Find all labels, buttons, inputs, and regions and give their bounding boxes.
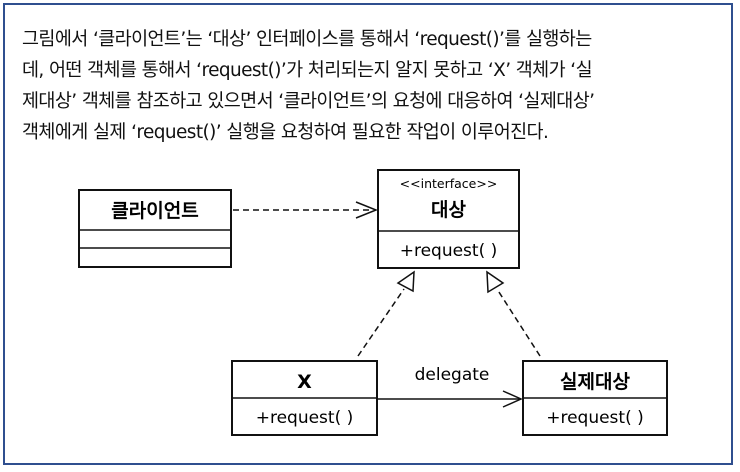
subject-interface: <<interface>> 대상 +request( ) — [377, 169, 520, 269]
description-text: 그림에서 ‘클라이언트’는 ‘대상’ 인터페이스를 통해서 ‘request()… — [22, 24, 722, 148]
subject-class-name: 대상 — [431, 199, 466, 221]
delegate-arrow: delegate — [377, 365, 523, 408]
real-subject-class-name: 실제대상 — [560, 371, 630, 393]
proxy-class-name: X — [297, 371, 312, 393]
proxy-class: X +request( ) — [231, 360, 378, 436]
description-line: 데, 어떤 객체를 통해서 ‘request()’가 처리되는지 알지 못하고 … — [22, 60, 593, 81]
subject-operation: +request( ) — [400, 241, 498, 261]
description-line: 그림에서 ‘클라이언트’는 ‘대상’ 인터페이스를 통해서 ‘request()… — [22, 29, 592, 50]
delegate-label: delegate — [415, 365, 490, 385]
subject-stereotype: <<interface>> — [400, 176, 498, 191]
description-line: 제대상’ 객체를 참조하고 있으면서 ‘클라이언트’의 요청에 대응하여 ‘실제… — [22, 91, 595, 112]
dependency-arrow — [233, 201, 379, 219]
client-class-name: 클라이언트 — [111, 200, 198, 222]
realization-arrow-real-subject — [486, 270, 541, 357]
client-class: 클라이언트 — [78, 189, 232, 268]
real-subject-operation: +request( ) — [546, 408, 644, 428]
description-line: 객체에게 실제 ‘request()’ 실행을 요청하여 필요한 작업이 이루어… — [22, 122, 549, 143]
real-subject-class: 실제대상 +request( ) — [522, 360, 668, 436]
realization-arrow-proxy — [357, 270, 415, 357]
proxy-operation: +request( ) — [256, 408, 354, 428]
